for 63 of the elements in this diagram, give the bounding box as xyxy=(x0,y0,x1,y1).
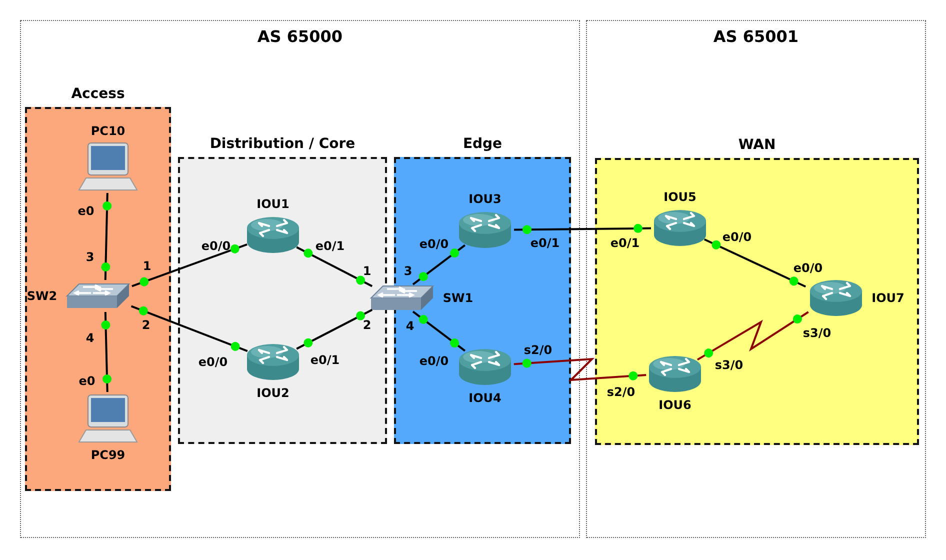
autonomous-system-area xyxy=(20,20,580,538)
network-link xyxy=(101,192,112,280)
network-device xyxy=(457,346,513,405)
device-label: IOU3 xyxy=(468,192,502,206)
zone-title: WAN xyxy=(737,136,777,155)
device-label: IOU5 xyxy=(664,190,696,204)
interface-label: s2/0 xyxy=(524,343,552,357)
device-label: IOU7 xyxy=(872,291,904,305)
interface-label: 3 xyxy=(404,264,412,278)
interface-label: e0/0 xyxy=(201,239,231,253)
network-device xyxy=(245,341,301,400)
zone-title: Distribution / Core xyxy=(208,135,356,154)
network-link xyxy=(130,305,248,352)
network-link xyxy=(412,310,466,352)
zone-title: Edge xyxy=(462,135,504,154)
network-device xyxy=(647,353,703,412)
area-title: AS 65001 xyxy=(712,27,800,46)
network-device xyxy=(78,123,138,192)
network-link xyxy=(296,246,373,288)
network-link xyxy=(514,358,646,382)
network-link xyxy=(696,311,809,361)
network-link xyxy=(132,243,248,288)
interface-label: e0/1 xyxy=(315,239,345,253)
interface-label: e0/1 xyxy=(310,353,340,367)
interface-label: s2/0 xyxy=(606,385,636,399)
network-link xyxy=(412,244,466,286)
device-label: IOU4 xyxy=(468,390,502,404)
interface-label: e0/1 xyxy=(530,236,560,250)
interface-label: 3 xyxy=(86,250,94,264)
network-device xyxy=(78,393,138,462)
interface-label: 2 xyxy=(362,318,372,332)
interface-label: 4 xyxy=(86,331,94,345)
device-label: SW1 xyxy=(442,291,474,305)
interface-label: e0/1 xyxy=(610,236,640,250)
interface-label: e0/0 xyxy=(419,237,449,251)
network-device xyxy=(245,196,301,255)
interface-label: e0 xyxy=(78,374,96,388)
network-link xyxy=(704,238,806,288)
network-link xyxy=(296,308,373,350)
network-device xyxy=(652,189,708,248)
interface-label: 1 xyxy=(362,264,372,278)
device-label: SW2 xyxy=(26,289,58,303)
interface-label: e0/0 xyxy=(419,354,449,368)
device-label: IOU2 xyxy=(256,386,290,400)
interface-label: 4 xyxy=(406,319,414,333)
autonomous-system-area xyxy=(586,20,926,538)
network-link xyxy=(101,312,112,392)
device-label: IOU1 xyxy=(256,196,290,210)
network-link xyxy=(514,224,652,234)
interface-label: e0/0 xyxy=(722,230,752,244)
interface-label: e0/0 xyxy=(793,261,823,275)
device-label: PC10 xyxy=(90,124,126,138)
zone-title: Access xyxy=(70,85,126,104)
interface-label: e0/0 xyxy=(198,355,228,369)
interface-label: s3/0 xyxy=(802,326,832,340)
interface-label: e0 xyxy=(78,204,94,218)
network-device xyxy=(457,191,513,250)
interface-label: 2 xyxy=(142,318,150,332)
interface-label: 1 xyxy=(142,259,152,273)
device-label: IOU6 xyxy=(658,398,692,412)
device-label: PC99 xyxy=(90,448,126,462)
interface-label: s3/0 xyxy=(714,358,744,372)
area-title: AS 65000 xyxy=(256,27,344,46)
